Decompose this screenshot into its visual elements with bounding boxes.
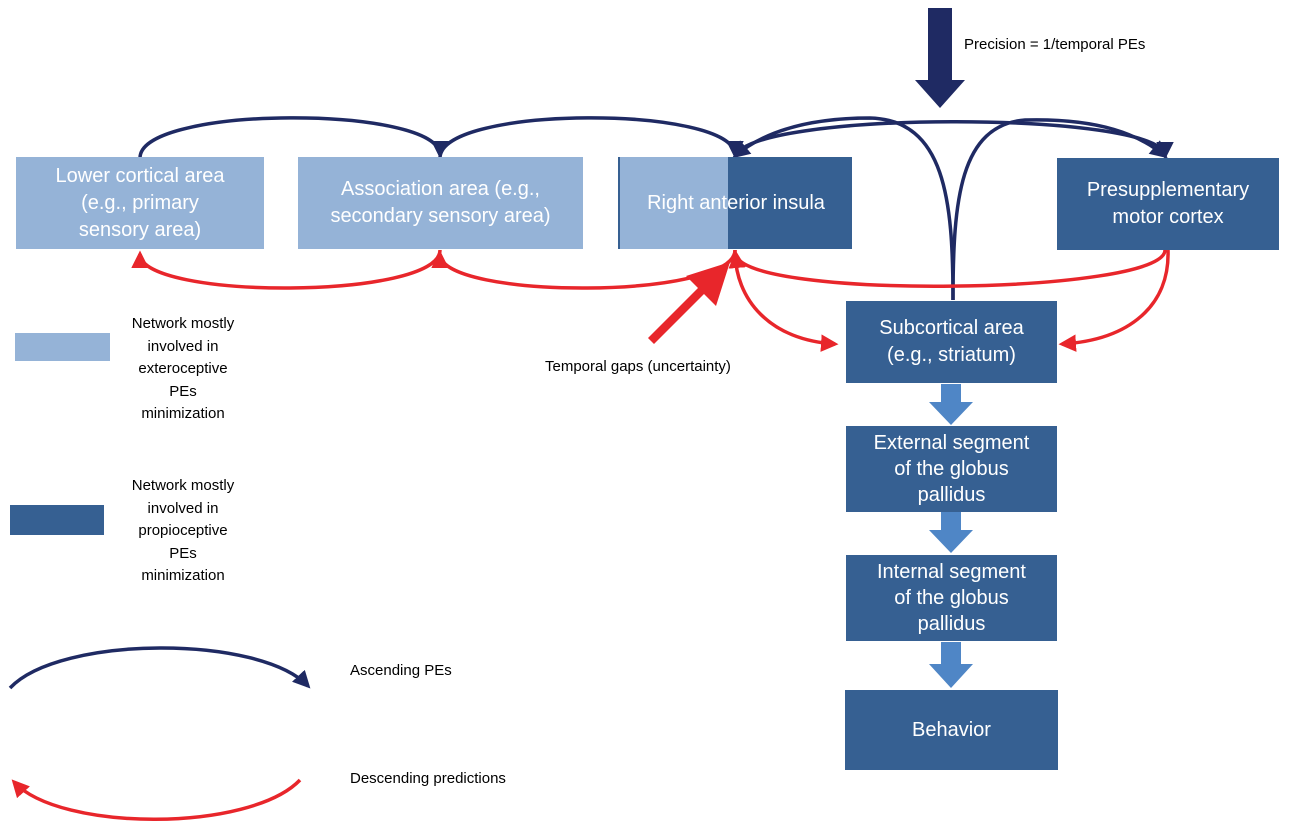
legend-propioceptive-line1: Network mostly [131,477,235,494]
ascending-arrow-association-to-insula [438,116,744,159]
internal-gp-line1: Internal segment [877,561,1026,583]
internal-globus-pallidus-box: Internal segment of the globus pallidus [846,555,1057,641]
legend-propioceptive-line3: propioceptive [138,522,228,539]
descending-arrow-insula-to-subcortical [733,249,839,352]
legend-exteroceptive-line1: Network mostly [131,315,235,332]
legend-propioceptive-text: Network mostly involved in propioceptive… [108,475,258,588]
behavior-label: Behavior [912,718,991,741]
behavior-box: Behavior [845,690,1058,770]
ascending-arrow-subcortical-to-insula [732,116,955,301]
lower-cortical-line3: sensory area) [78,218,202,241]
legend-exteroceptive-line2: involved in [147,337,219,355]
legend-exteroceptive-swatch [15,333,110,361]
external-gp-line2: of the globus [894,458,1009,480]
subcortical-line2: (e.g., striatum) [887,344,1016,366]
external-gp-line3: pallidus [917,484,986,506]
subcortical-area-box: Subcortical area (e.g., striatum) [846,301,1057,383]
external-gp-line1: External segment [873,432,1030,454]
lower-cortical-line1: Lower cortical area [55,164,225,187]
legend-ascending-arrow [8,646,311,690]
right-anterior-insula-label: Right anterior insula [647,191,825,214]
external-globus-pallidus-box: External segment of the globus pallidus [846,426,1057,512]
legend-propioceptive-line2: involved in [147,499,219,517]
descending-arrow-association-to-lower [131,249,442,290]
flow-arrow-external-to-internal [929,512,973,553]
flow-arrow-subcortical-to-external [929,384,973,425]
legend-exteroceptive-line5: minimization [141,405,225,422]
presupplementary-line1: Presupplementary [1086,179,1250,201]
legend-propioceptive-line5: minimization [141,567,225,584]
temporal-gaps-block-arrow [648,262,730,344]
legend-exteroceptive-line4: PEs [169,382,197,400]
association-line1: Association area (e.g., [340,178,540,200]
descending-arrow-presupplementary-to-insula [728,249,1167,288]
subcortical-line1: Subcortical area [879,317,1024,339]
legend-propioceptive-line4: PEs [169,544,197,562]
descending-arrow-insula-to-association [431,249,737,290]
internal-gp-line3: pallidus [917,613,986,635]
precision-label: Precision = 1/temporal PEs [964,36,1146,53]
legend-propioceptive-swatch [10,505,104,535]
association-line2: secondary sensory area) [330,205,551,227]
presupplementary-motor-cortex-box: Presupplementary motor cortex [1057,158,1279,250]
descending-arrow-presupplementary-to-subcortical [1058,249,1170,352]
internal-gp-line2: of the globus [894,587,1009,609]
legend-descending-label: Descending predictions [350,770,506,787]
right-anterior-insula-box: Right anterior insula [618,157,852,249]
legend-ascending-label: Ascending PEs [350,662,452,679]
flow-arrow-internal-to-behavior [929,642,973,688]
legend-exteroceptive-line3: exteroceptive [138,360,228,377]
legend-exteroceptive-text: Network mostly involved in exteroceptive… [108,313,258,426]
temporal-gaps-label: Temporal gaps (uncertainty) [545,358,731,375]
ascending-arrow-lower-to-association [138,116,449,159]
presupplementary-line2: motor cortex [1112,206,1224,228]
association-area-box: Association area (e.g., secondary sensor… [298,157,583,249]
lower-cortical-line2: (e.g., primary [81,191,199,214]
legend-descending-arrow [11,778,302,821]
lower-cortical-area-box: Lower cortical area (e.g., primary senso… [16,157,264,249]
precision-block-arrow [915,8,965,108]
ascending-arrow-subcortical-to-presupplementary [951,118,1168,301]
